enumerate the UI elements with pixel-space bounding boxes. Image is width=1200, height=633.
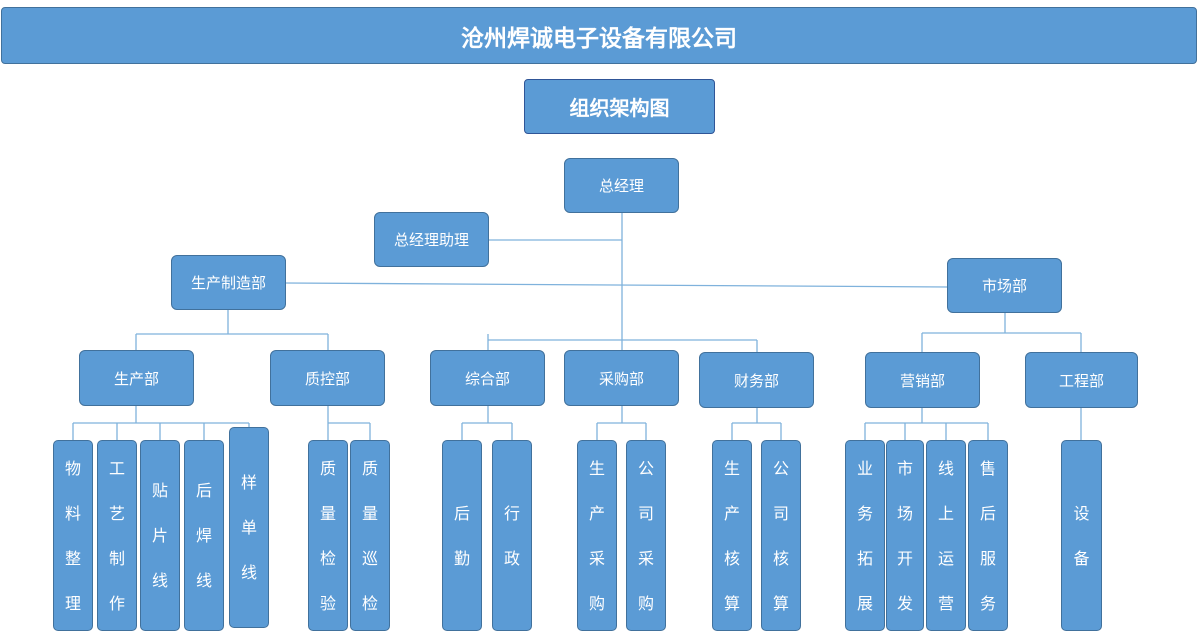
leaf-qa-inspection: 质量检验 (308, 440, 348, 631)
leaf-char: 司 (637, 503, 654, 523)
node-marketing: 市场部 (947, 258, 1062, 313)
leaf-smt: 贴片线 (140, 440, 180, 631)
leaf-char: 物 (64, 458, 81, 478)
leaf-char: 发 (896, 593, 913, 613)
leaf-char: 线 (240, 563, 257, 582)
leaf-char: 售 (979, 458, 996, 478)
leaf-business-dev: 业务拓展 (845, 440, 885, 631)
leaf-char: 政 (503, 548, 520, 568)
leaf-qa-patrol: 质量巡检 (350, 440, 390, 631)
node-gm-assistant: 总经理助理 (374, 212, 489, 267)
leaf-char: 务 (856, 503, 873, 523)
leaf-sample: 样单线 (229, 427, 269, 628)
leaf-co-purchase: 公司采购 (626, 440, 666, 631)
node-production: 生产部 (79, 350, 194, 406)
leaf-char: 公 (772, 458, 789, 478)
leaf-char: 上 (937, 503, 954, 523)
leaf-admin: 行政 (492, 440, 532, 631)
leaf-online-ops: 线上运营 (926, 440, 966, 631)
leaf-char: 制 (108, 548, 125, 568)
leaf-char: 片 (151, 526, 168, 545)
leaf-char: 算 (772, 593, 789, 613)
leaf-char: 产 (588, 503, 605, 523)
leaf-char: 质 (319, 458, 336, 478)
leaf-char: 务 (979, 593, 996, 613)
leaf-char: 采 (588, 548, 605, 568)
leaf-char: 场 (896, 503, 913, 523)
leaf-char: 巡 (361, 548, 378, 568)
leaf-material: 物料整理 (53, 440, 93, 631)
node-general-manager: 总经理 (564, 158, 679, 213)
leaf-char: 整 (64, 548, 81, 568)
leaf-char: 运 (937, 548, 954, 568)
leaf-char: 行 (503, 503, 520, 523)
leaf-char: 作 (108, 593, 125, 613)
leaf-char: 营 (937, 593, 954, 613)
node-engineering: 工程部 (1025, 352, 1138, 408)
leaf-char: 检 (361, 593, 378, 613)
leaf-char: 核 (723, 548, 740, 568)
leaf-char: 检 (319, 548, 336, 568)
leaf-logistics: 后勤 (442, 440, 482, 631)
leaf-char: 线 (151, 571, 168, 590)
leaf-char: 购 (588, 593, 605, 613)
leaf-process: 工艺制作 (97, 440, 137, 631)
leaf-char: 拓 (856, 548, 873, 568)
leaf-after-sales: 售后服务 (968, 440, 1008, 631)
node-production-mfg: 生产制造部 (171, 255, 286, 310)
leaf-char: 后 (979, 503, 996, 523)
leaf-char: 市 (896, 458, 913, 478)
leaf-char: 产 (723, 503, 740, 523)
leaf-market-dev: 市场开发 (886, 440, 924, 631)
leaf-char: 服 (979, 548, 996, 568)
leaf-char: 工 (108, 458, 125, 478)
leaf-char: 生 (588, 458, 605, 478)
leaf-char: 量 (361, 503, 378, 523)
leaf-co-accounting: 公司核算 (761, 440, 801, 631)
leaf-char: 采 (637, 548, 654, 568)
leaf-char: 艺 (108, 503, 125, 523)
chart-subtitle: 组织架构图 (524, 79, 715, 134)
node-purchasing: 采购部 (564, 350, 679, 406)
leaf-char: 司 (772, 503, 789, 523)
leaf-char: 单 (240, 518, 257, 537)
leaf-prod-accounting: 生产核算 (712, 440, 752, 631)
leaf-char: 展 (856, 593, 873, 613)
leaf-char: 设 (1073, 503, 1090, 523)
company-title: 沧州焊诚电子设备有限公司 (1, 7, 1197, 64)
leaf-char: 备 (1073, 548, 1090, 568)
leaf-char: 公 (637, 458, 654, 478)
node-finance: 财务部 (699, 352, 814, 408)
leaf-post-weld: 后焊线 (184, 440, 224, 631)
leaf-char: 料 (64, 503, 81, 523)
leaf-char: 生 (723, 458, 740, 478)
leaf-char: 理 (64, 593, 81, 613)
leaf-char: 线 (937, 458, 954, 478)
leaf-char: 核 (772, 548, 789, 568)
leaf-char: 后 (195, 481, 212, 500)
leaf-char: 算 (723, 593, 740, 613)
leaf-char: 质 (361, 458, 378, 478)
node-quality-control: 质控部 (270, 350, 385, 406)
leaf-char: 贴 (151, 481, 168, 500)
leaf-char: 购 (637, 593, 654, 613)
leaf-char: 线 (195, 571, 212, 590)
leaf-char: 后 (453, 503, 470, 523)
node-sales: 营销部 (865, 352, 980, 408)
leaf-equipment: 设备 (1061, 440, 1102, 631)
leaf-char: 焊 (195, 526, 212, 545)
leaf-char: 业 (856, 458, 873, 478)
node-general-affairs: 综合部 (430, 350, 545, 406)
leaf-prod-purchase: 生产采购 (577, 440, 617, 631)
leaf-char: 验 (319, 593, 336, 613)
leaf-char: 样 (240, 473, 257, 492)
leaf-char: 勤 (453, 548, 470, 568)
leaf-char: 量 (319, 503, 336, 523)
leaf-char: 开 (896, 548, 913, 568)
